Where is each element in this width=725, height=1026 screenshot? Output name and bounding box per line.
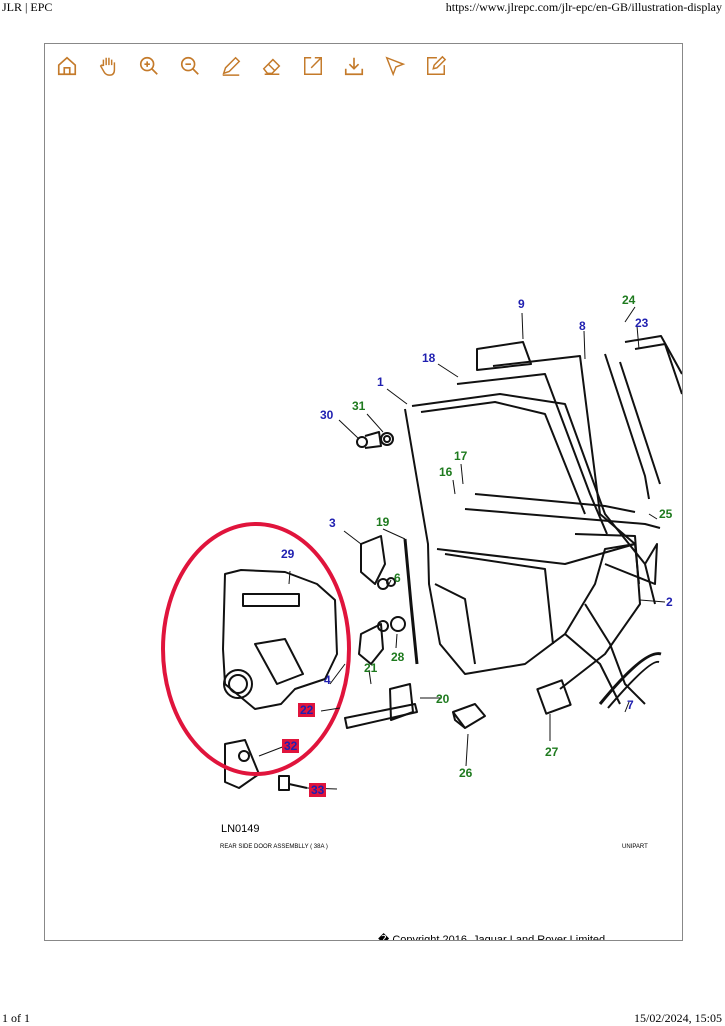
zoom-out-icon (180, 56, 199, 75)
callout-22[interactable]: 22 (298, 703, 316, 717)
callout-9[interactable]: 9 (518, 297, 525, 311)
callout-20[interactable]: 20 (436, 692, 450, 706)
callout-21[interactable]: 21 (364, 661, 378, 675)
callout-28[interactable]: 28 (391, 650, 405, 664)
copyright-notice: � Copyright 2016, Jaguar Land Rover Limi… (378, 934, 606, 941)
download-icon (344, 57, 364, 76)
callout-32[interactable]: 32 (282, 739, 300, 753)
download-button[interactable] (338, 50, 370, 82)
edit-note-icon (427, 55, 447, 75)
print-footer-page: 1 of 1 (2, 1011, 30, 1025)
browser-header-title: JLR | EPC (2, 0, 53, 14)
hand-pan-icon (99, 57, 116, 76)
draw-button[interactable] (215, 50, 247, 82)
pan-button[interactable] (92, 50, 124, 82)
zoom-in-icon (139, 56, 158, 75)
illustration-title: REAR SIDE DOOR ASSEMBLLY ( 38A ) (220, 844, 328, 850)
callout-8[interactable]: 8 (579, 319, 586, 333)
door-assembly-diagram (161, 306, 682, 791)
home-icon (57, 56, 77, 76)
callout-33[interactable]: 33 (309, 783, 327, 797)
callout-23[interactable]: 23 (635, 316, 649, 330)
callout-3[interactable]: 3 (329, 516, 336, 530)
eraser-icon (262, 58, 281, 75)
annotate-button[interactable] (420, 50, 452, 82)
callout-25[interactable]: 25 (659, 507, 673, 521)
export-button[interactable] (297, 50, 329, 82)
callout-7[interactable]: 7 (627, 698, 634, 712)
callout-2[interactable]: 2 (666, 595, 673, 609)
callout-18[interactable]: 18 (422, 351, 436, 365)
zoom-out-button[interactable] (174, 50, 206, 82)
callout-24[interactable]: 24 (622, 293, 636, 307)
export-icon (304, 57, 322, 75)
callout-29[interactable]: 29 (281, 547, 295, 561)
callout-1[interactable]: 1 (377, 375, 384, 389)
home-button[interactable] (51, 50, 83, 82)
illustration-code: LN0149 (221, 823, 260, 835)
callout-27[interactable]: 27 (545, 745, 559, 759)
callout-19[interactable]: 19 (376, 515, 390, 529)
select-pointer-icon (385, 56, 406, 77)
callout-30[interactable]: 30 (320, 408, 334, 422)
select-button[interactable] (379, 50, 411, 82)
erase-button[interactable] (256, 50, 288, 82)
zoom-in-button[interactable] (133, 50, 165, 82)
callout-6[interactable]: 6 (394, 571, 401, 585)
callout-16[interactable]: 16 (439, 465, 453, 479)
illustration-toolbar (51, 50, 452, 82)
print-footer-datetime: 15/02/2024, 15:05 (633, 1011, 722, 1025)
pencil-icon (222, 56, 241, 76)
callout-17[interactable]: 17 (454, 449, 468, 463)
highlight-circle (161, 522, 351, 776)
callout-31[interactable]: 31 (352, 399, 366, 413)
browser-header-url: https://www.jlrepc.com/jlr-epc/en-GB/ill… (445, 0, 722, 14)
illustration-brand: UNIPART (622, 844, 648, 850)
callout-4[interactable]: 4 (324, 673, 331, 687)
callout-26[interactable]: 26 (459, 766, 473, 780)
